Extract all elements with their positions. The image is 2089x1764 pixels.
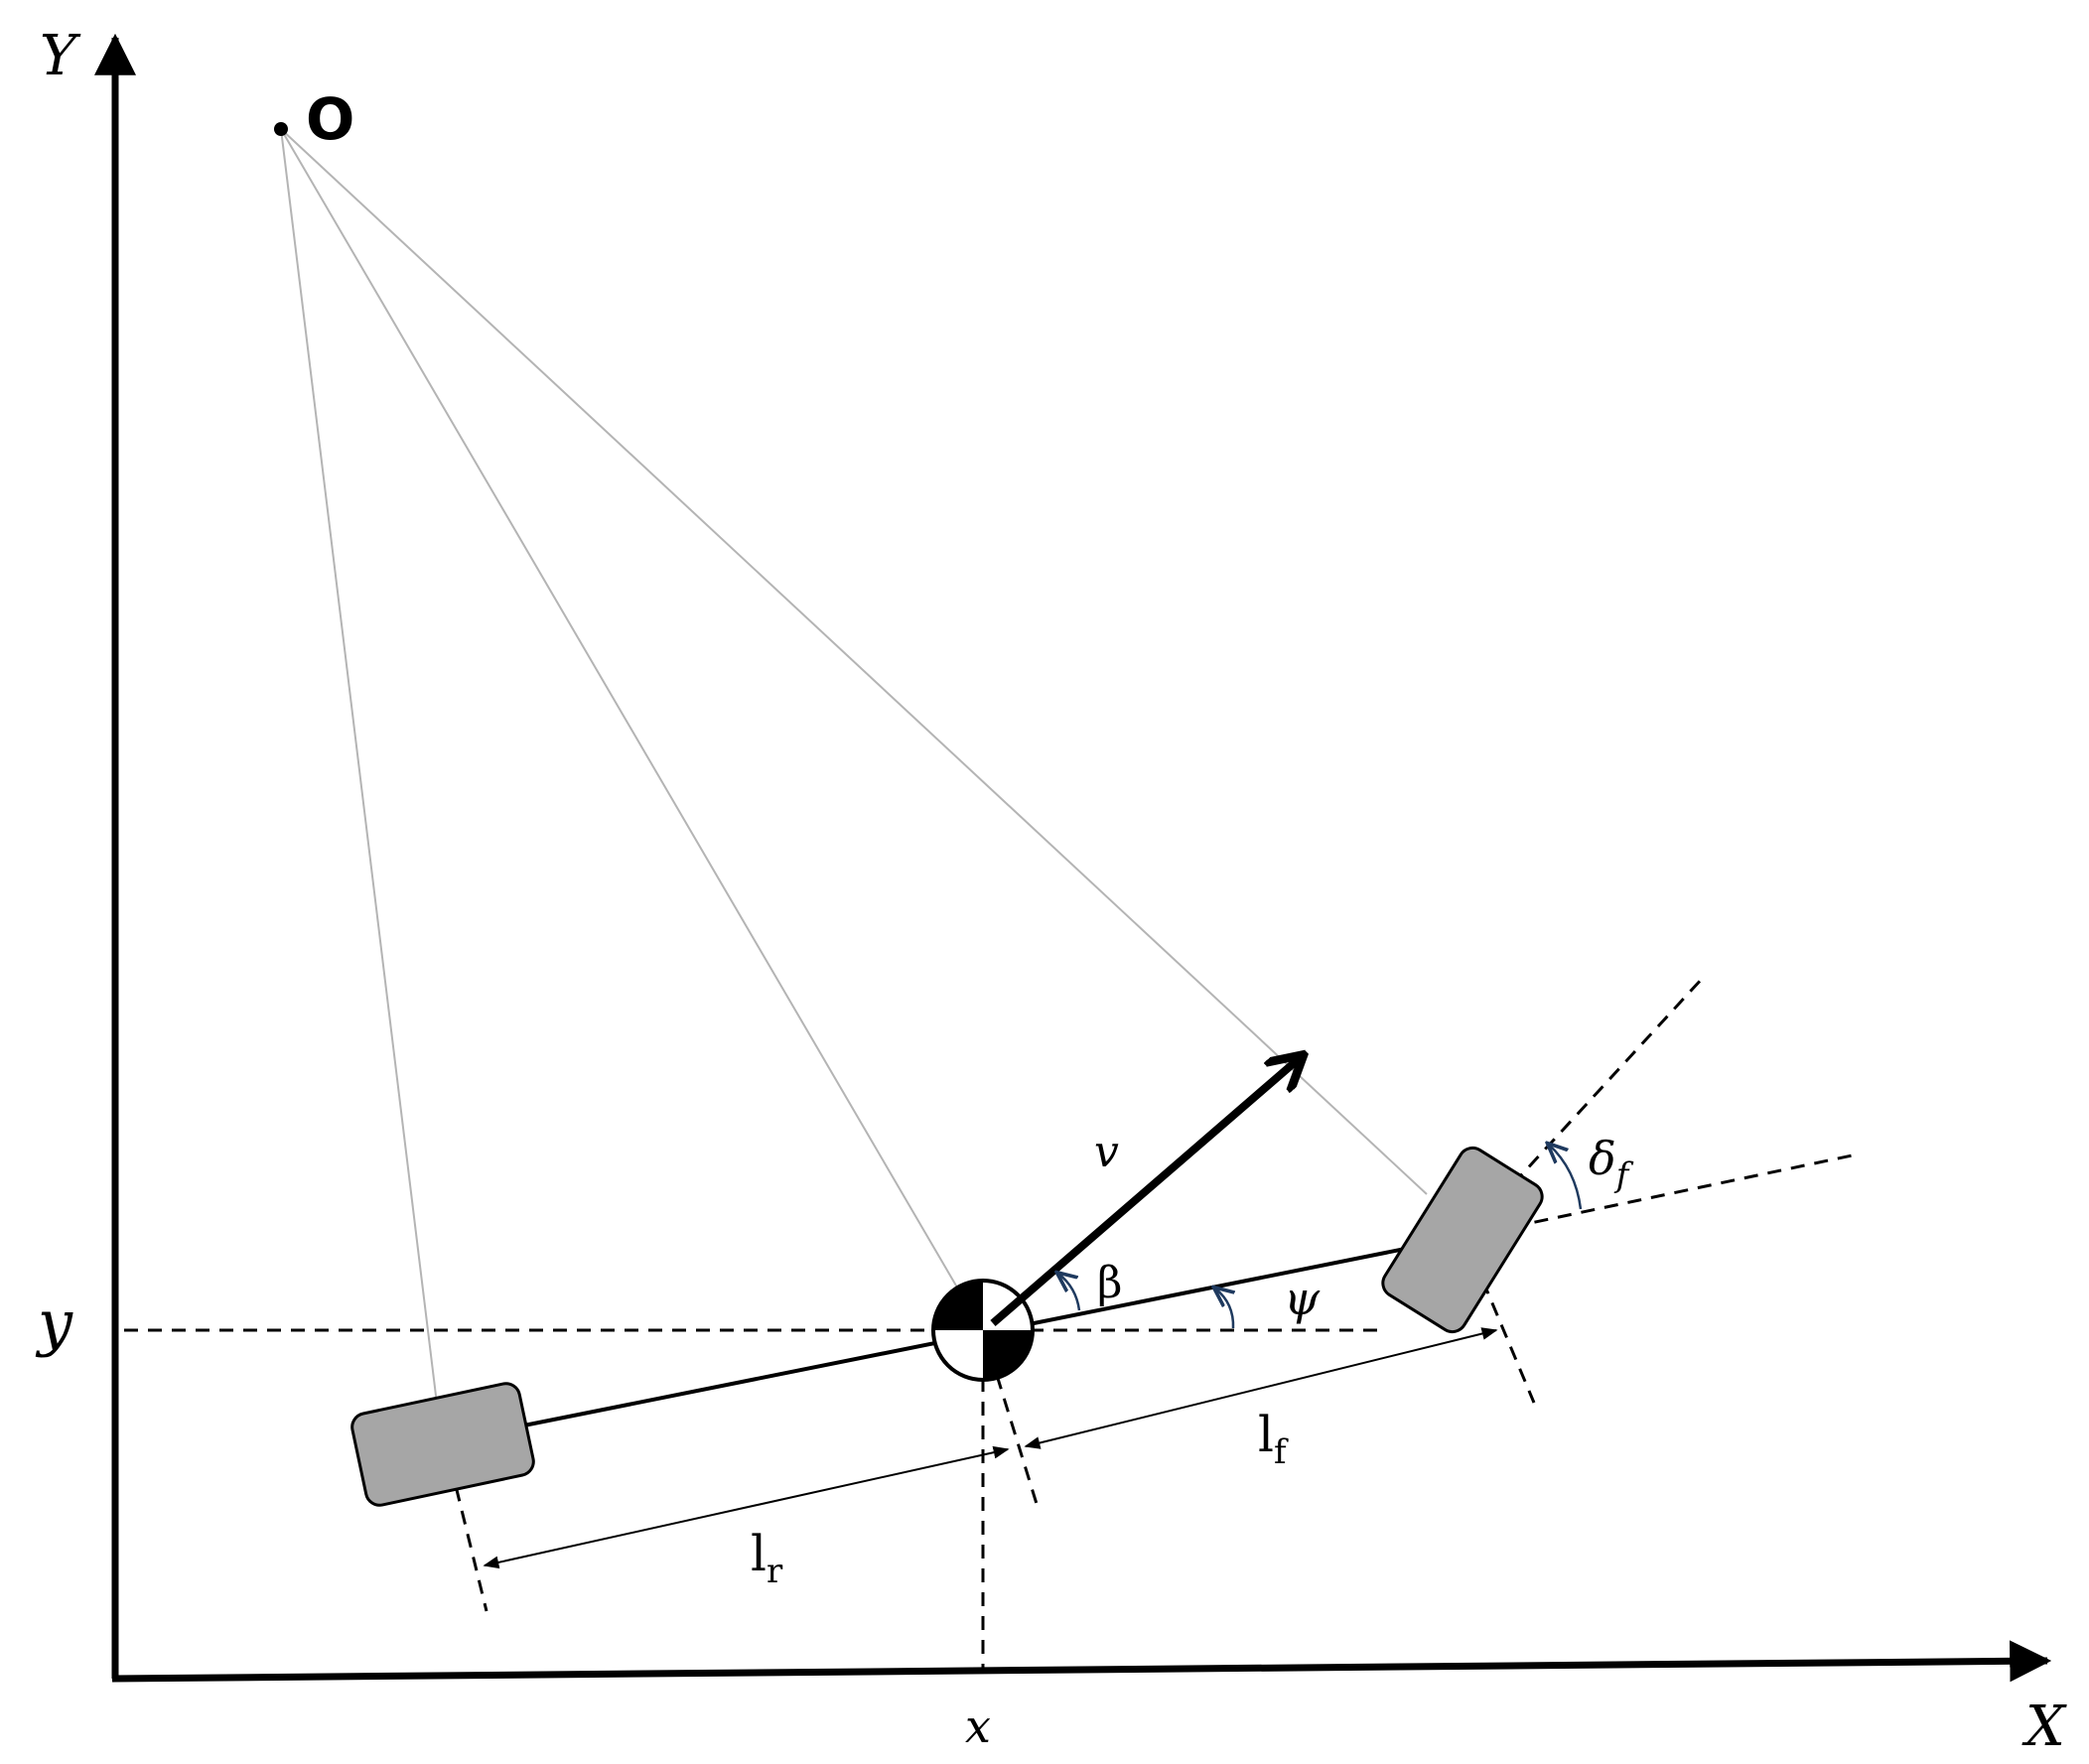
delta-f-main: δ <box>1589 1132 1616 1185</box>
psi-label: ψ <box>1284 1272 1321 1325</box>
ray-to-front-wheel <box>280 128 1428 1195</box>
lf-label: lf <box>1258 1406 1289 1472</box>
beta-label: β <box>1097 1258 1122 1308</box>
rear-wheel <box>350 1382 535 1507</box>
psi-arc <box>1215 1289 1233 1329</box>
velocity-label: v <box>1094 1127 1119 1177</box>
lf-dimension-arrow <box>1024 1327 1498 1449</box>
front-heading-extension <box>1463 1153 1858 1239</box>
center-of-gravity-symbol <box>931 1279 1035 1382</box>
y-coordinate-label: y <box>35 1287 73 1359</box>
front-wheel <box>1381 1146 1544 1334</box>
y-axis-label: Y <box>40 24 81 88</box>
x-coordinate-label: x <box>965 1699 991 1753</box>
lr-main: l <box>751 1525 766 1582</box>
delta-f-subscript: f <box>1613 1155 1634 1195</box>
dimension-arrows <box>483 1327 1498 1569</box>
lf-subscript: f <box>1274 1432 1289 1472</box>
x-axis <box>111 1640 2052 1683</box>
origin-point <box>274 122 288 136</box>
delta-f-label: δf <box>1589 1132 1634 1195</box>
beta-arc <box>1058 1274 1081 1311</box>
lr-dimension-arrow <box>483 1445 1010 1569</box>
ray-to-rear-wheel <box>280 128 438 1405</box>
x-axis-label: X <box>2021 1695 2067 1759</box>
lr-subscript: r <box>766 1552 783 1591</box>
ray-to-center-of-gravity <box>280 128 961 1293</box>
angle-arcs <box>1058 1145 1583 1329</box>
delta-arc <box>1549 1145 1583 1210</box>
lf-main: l <box>1258 1406 1274 1463</box>
lr-label: lr <box>751 1525 783 1591</box>
rays-from-origin <box>280 128 1428 1405</box>
velocity-vector <box>990 1057 1301 1327</box>
origin-label: O <box>306 85 354 153</box>
axes <box>94 33 2052 1683</box>
